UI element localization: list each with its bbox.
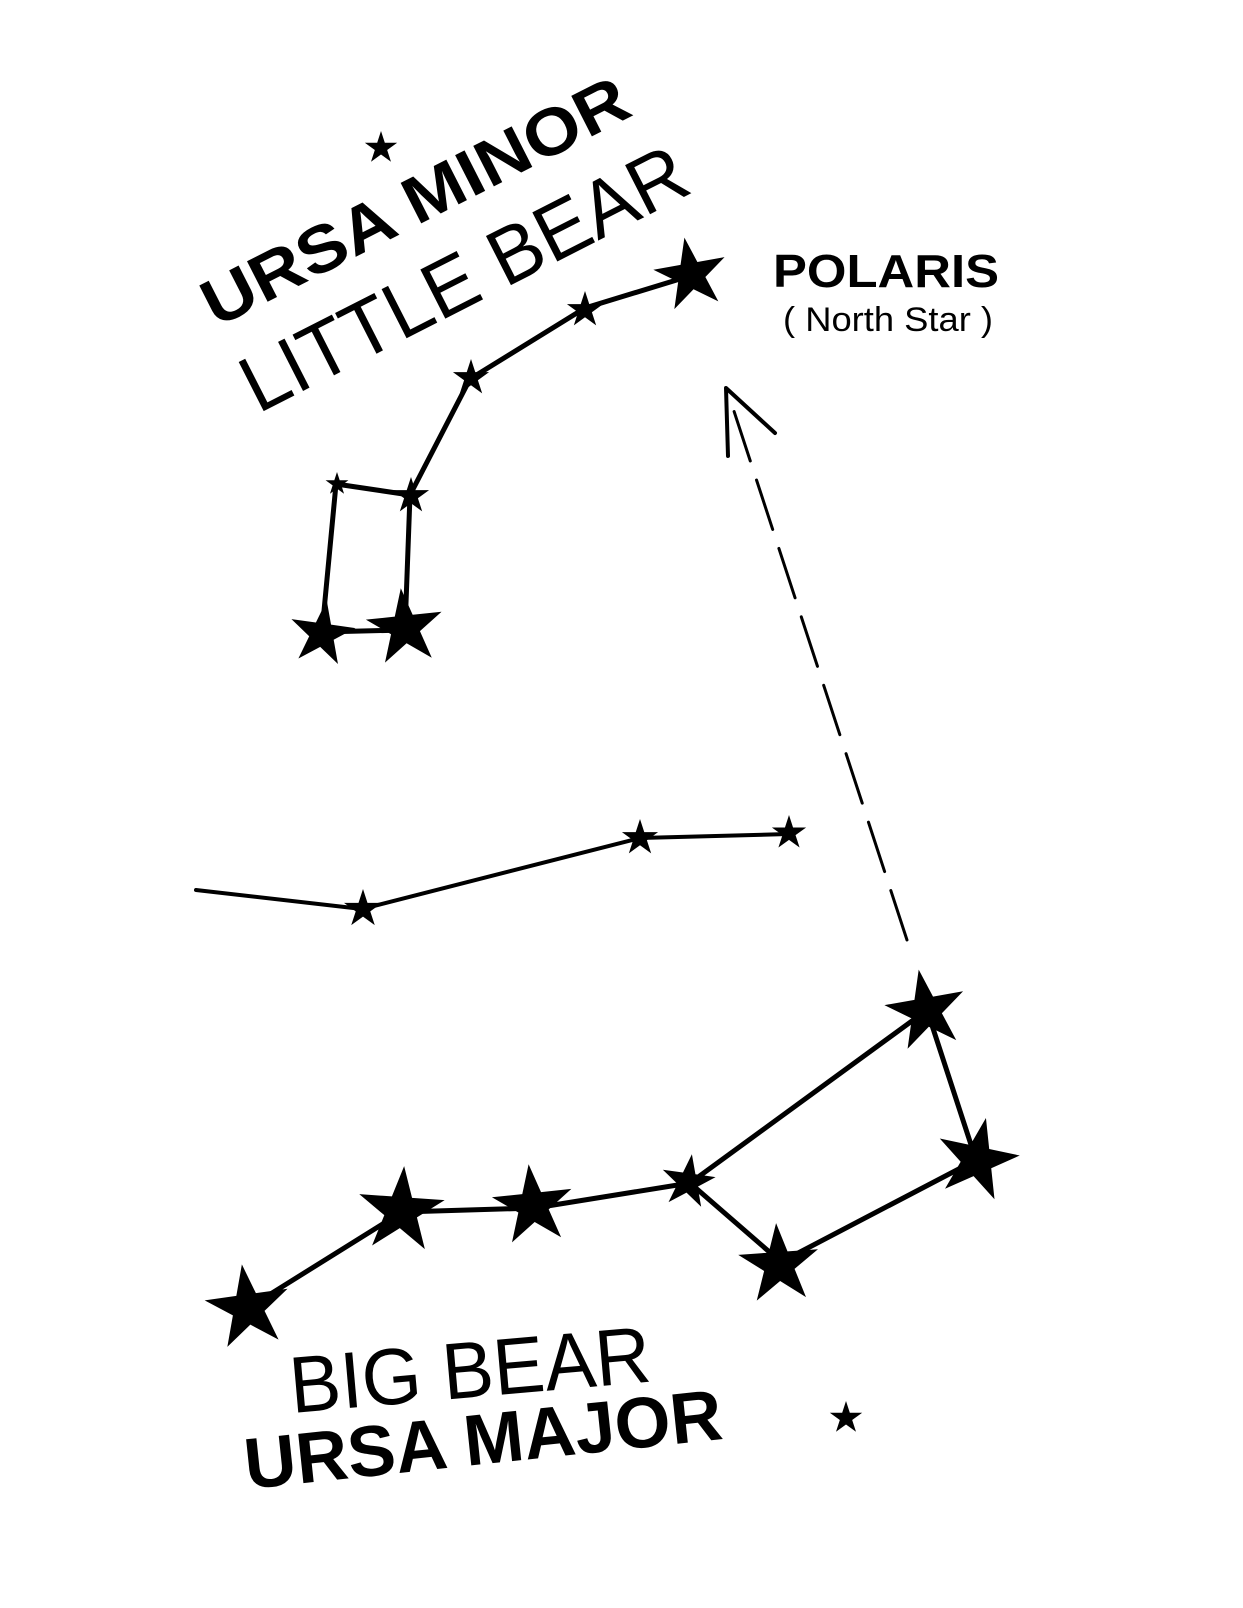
polaris-label: POLARIS <box>773 245 999 297</box>
middle-constellation-line <box>194 832 791 911</box>
ursa-major-star-icon <box>879 962 972 1052</box>
polaris-star-icon <box>648 231 732 312</box>
middle-constellation <box>194 815 807 926</box>
ursa-major-star-icon <box>200 1258 295 1350</box>
isolated-star-icon <box>829 1401 863 1432</box>
north-star-label: ( North Star ) <box>783 301 993 339</box>
labels: URSA MINOR LITTLE BEAR POLARIS ( North S… <box>189 61 999 1505</box>
ursa-major-handle-line <box>245 1180 693 1311</box>
arrow-head-icon <box>724 386 777 458</box>
middle-star-icon <box>771 815 807 848</box>
ursa-major-star-icon <box>355 1163 447 1251</box>
pointer-arrow <box>724 386 909 942</box>
ursa-minor-star-icon <box>452 359 490 394</box>
ursa-minor-star-icon <box>566 291 604 326</box>
ursa-major-lines <box>245 1007 979 1311</box>
ursa-major-star-icon <box>929 1109 1026 1203</box>
isolated-star-icon <box>364 131 398 162</box>
ursa-minor-handle-line <box>407 272 696 498</box>
ursa-major-bowl-line <box>687 1007 979 1265</box>
pointer-dashed-line <box>729 400 909 942</box>
